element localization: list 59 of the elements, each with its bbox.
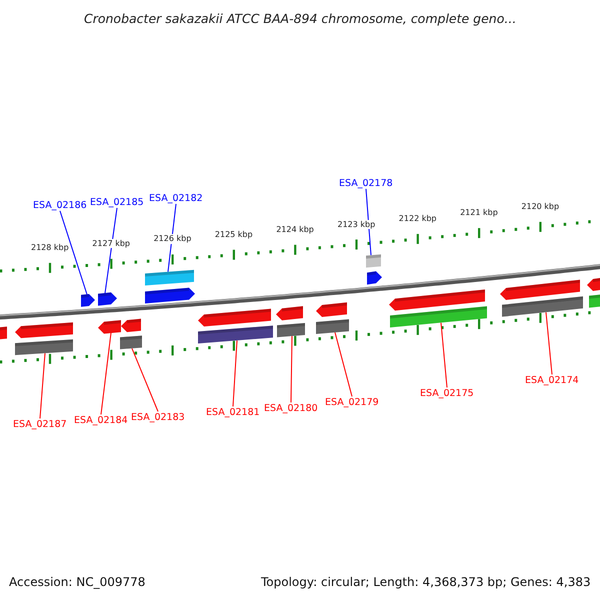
gene-label: ESA_02174 [525,374,579,386]
gene-bar [15,339,73,356]
gene-bar [589,294,600,308]
scale-label: 2126 kbp [154,234,192,244]
leader-line [366,188,372,256]
gene-label: ESA_02179 [325,396,379,408]
leader-line [104,207,118,294]
gene-block [389,290,485,311]
gene-label: ESA_02186 [33,200,87,211]
leader-line [546,312,552,375]
gene-block [0,326,7,340]
title: Cronobacter sakazakii ATCC BAA-894 chromosome, complete geno... [84,10,516,26]
gene-block [98,320,121,334]
leader-line [60,210,88,295]
accession-text: Accession: NC_009778 [9,575,146,590]
scale-label: 2128 kbp [31,242,69,252]
gene-block [367,271,382,285]
gene-label: ESA_02183 [131,412,185,423]
gene-bar [198,326,273,344]
gene-block [276,306,303,320]
gene-block [98,292,117,306]
gene-bar [145,270,194,286]
gene-block [145,288,195,304]
leader-line [440,322,448,388]
gene-label: ESA_02175 [420,388,474,399]
leader-line [132,348,158,412]
scale-label: 2121 kbp [460,208,498,218]
genome-info-text: Topology: circular; Length: 4,368,373 bp; Genes: 4,383 [261,575,591,590]
gene-block [198,308,271,327]
gene-bar [316,319,349,334]
gene-bar [390,306,487,328]
gene-block [15,322,73,338]
gene-block [587,276,600,291]
leader-line [290,336,292,403]
leader-line [40,352,46,419]
gene-label: ESA_02181 [206,406,260,418]
gene-label: ESA_02185 [90,196,144,208]
gene-label: ESA_02178 [339,178,393,189]
gene-label: ESA_02182 [149,192,203,204]
gene-label: ESA_02184 [74,414,128,426]
scale-label: 2125 kbp [214,230,253,240]
scale-label: 2123 kbp [338,220,376,230]
scale-label: 2124 kbp [276,224,314,234]
scale-label: 2127 kbp [92,238,130,248]
gene-block [121,318,141,332]
gene-label: ESA_02180 [264,402,318,414]
gene-block [316,302,347,318]
gene-bar [277,322,305,338]
gene-label: ESA_02187 [13,418,67,430]
leader-line [232,340,238,407]
gene-bar [120,336,142,350]
scale-label: 2120 kbp [521,202,560,212]
leader-line [334,332,352,397]
gene-bar [502,296,583,317]
gene-bar [366,254,381,268]
gene-block [81,294,95,307]
scale-label: 2122 kbp [398,214,436,224]
leader-line [100,332,112,415]
gene-block [500,280,580,300]
